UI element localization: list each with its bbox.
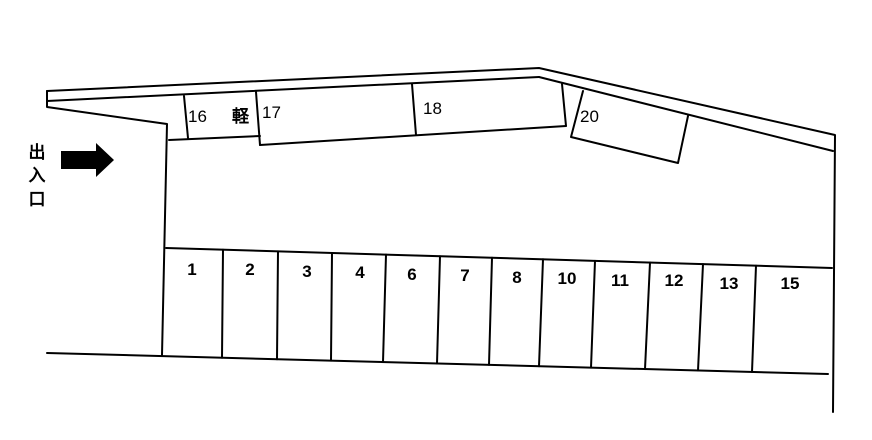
lot-boundary — [46, 67, 836, 413]
bottom-row-divider — [276, 250, 279, 361]
space-11-label: 11 — [611, 271, 629, 290]
space-3-label: 3 — [302, 262, 311, 281]
bottom-row-top-edge — [165, 247, 833, 269]
bottom-row-divider — [538, 258, 544, 368]
top-row-divider — [183, 95, 189, 139]
bottom-row-divider — [590, 259, 596, 369]
space-10-label: 10 — [558, 269, 577, 288]
bottom-row-divider — [488, 256, 493, 366]
space-16-label: 16 — [188, 107, 207, 126]
top-parking-row: 16 軽 17 18 20 — [168, 83, 689, 164]
entrance-label: 出 入 口 — [29, 142, 46, 210]
entrance-char-3: 口 — [29, 190, 46, 210]
space-1-label: 1 — [187, 260, 196, 279]
entrance-arrow — [61, 143, 114, 177]
entrance-char-1: 出 — [29, 142, 46, 163]
bottom-row-divider — [221, 248, 224, 359]
space-20-outline — [570, 90, 689, 164]
top-row-divider — [255, 91, 261, 146]
top-row-divider — [561, 83, 567, 127]
space-18-label: 18 — [423, 99, 442, 118]
space-12-label: 12 — [665, 271, 684, 290]
bottom-row-divider — [382, 253, 387, 363]
top-boundary-inner — [46, 90, 168, 356]
top-row-bottom-edge — [259, 125, 567, 146]
space-15-label: 15 — [781, 274, 800, 293]
bottom-row-divider — [330, 252, 333, 362]
bottom-row-divider — [697, 263, 704, 372]
top-boundary-inner-line — [46, 76, 540, 102]
top-row-bottom-edge — [168, 135, 261, 141]
bottom-row-divider — [436, 255, 441, 365]
bottom-row-divider — [751, 264, 757, 373]
space-4-label: 4 — [355, 263, 365, 282]
top-row-divider — [411, 83, 417, 136]
kei-car-label: 軽 — [232, 106, 250, 127]
space-6-label: 6 — [407, 265, 416, 284]
space-2-label: 2 — [245, 260, 254, 279]
top-boundary-inner-line-right — [538, 76, 834, 152]
bottom-row-divider — [644, 261, 651, 371]
space-7-label: 7 — [460, 266, 469, 285]
space-13-label: 13 — [720, 274, 739, 293]
top-boundary-outer — [46, 67, 836, 413]
space-20-label: 20 — [580, 107, 599, 126]
entrance-char-2: 入 — [29, 166, 46, 186]
space-8-label: 8 — [512, 268, 521, 287]
space-17-label: 17 — [262, 103, 281, 122]
